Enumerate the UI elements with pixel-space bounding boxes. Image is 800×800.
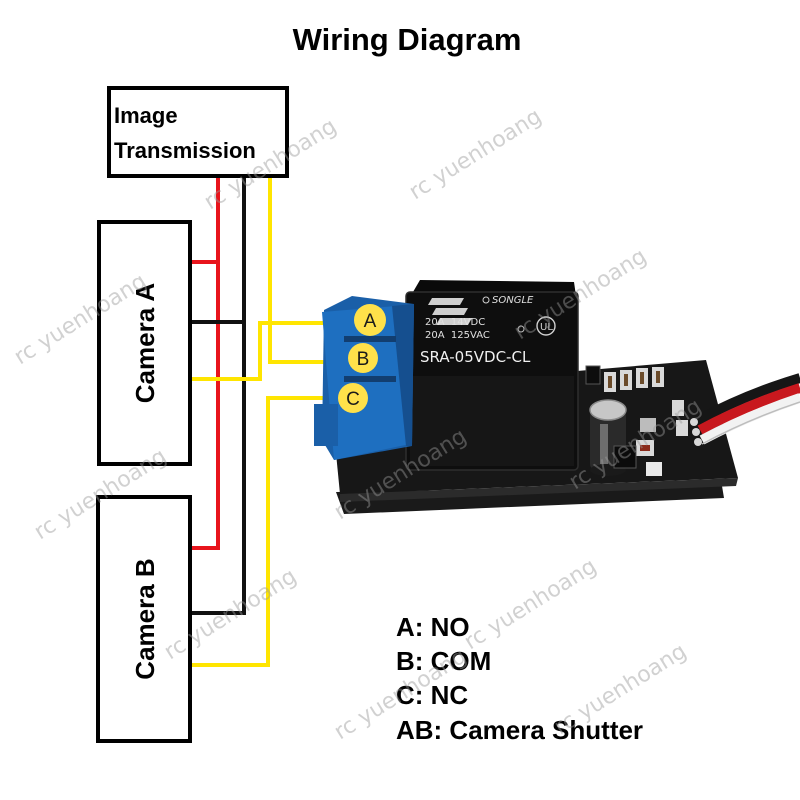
diagram-title: Wiring Diagram [293,22,522,57]
watermark-9: rc yuenhoang [460,554,601,655]
image-transmission-label-line2: Transmission [114,138,256,163]
legend-item-ab: AB: Camera Shutter [396,715,643,745]
terminal-b-label: B [357,349,370,370]
svg-text:UL: UL [540,322,553,333]
legend-item-b: B: COM [396,646,491,676]
songle-logo [428,298,472,325]
terminal-c-label: C [346,389,360,410]
relay-model: SRA-05VDC-CL [420,348,531,366]
terminal-c [338,383,368,413]
relay-rating-1: 20A 14VDC [425,317,485,328]
image-transmission-label-line1: Image [114,103,178,128]
relay-marker-dot [517,325,525,333]
legend: A: NO B: COM C: NC AB: Camera Shutter [396,612,643,745]
camera-a-box: Camera A [97,220,192,466]
terminal-a-label: A [364,311,377,332]
servo-cable [690,373,800,446]
transistor-chip [613,445,637,469]
wire-black-camera-b [190,176,246,615]
terminal-b [348,343,378,373]
ul-mark-icon: UL [536,316,556,336]
relay-body: SONGLE 20A 14VDC 20A 125VAC UL SRA-05VDC… [405,280,579,471]
camera-a-label: Camera A [130,283,160,404]
legend-item-a: A: NO [396,612,470,642]
image-transmission-box: Image Transmission [107,86,289,178]
relay-rating-2: 20A 125VAC [425,330,490,341]
relay-brand: SONGLE [492,295,534,306]
camera-b-box: Camera B [96,495,192,743]
terminal-block: A B C [314,296,414,460]
legend-item-c: C: NC [396,680,468,710]
smd-components [585,365,688,476]
wire-yellow-camera-b-to-c [190,396,352,667]
relay-module: SONGLE 20A 14VDC 20A 125VAC UL SRA-05VDC… [314,280,800,514]
wires [190,176,352,667]
camera-b-label: Camera B [130,558,160,679]
watermark-2: rc yuenhoang [405,104,546,205]
terminal-a [354,304,386,336]
wire-red-camera-b [190,176,220,550]
wire-yellow-camera-a-to-a [190,321,352,381]
